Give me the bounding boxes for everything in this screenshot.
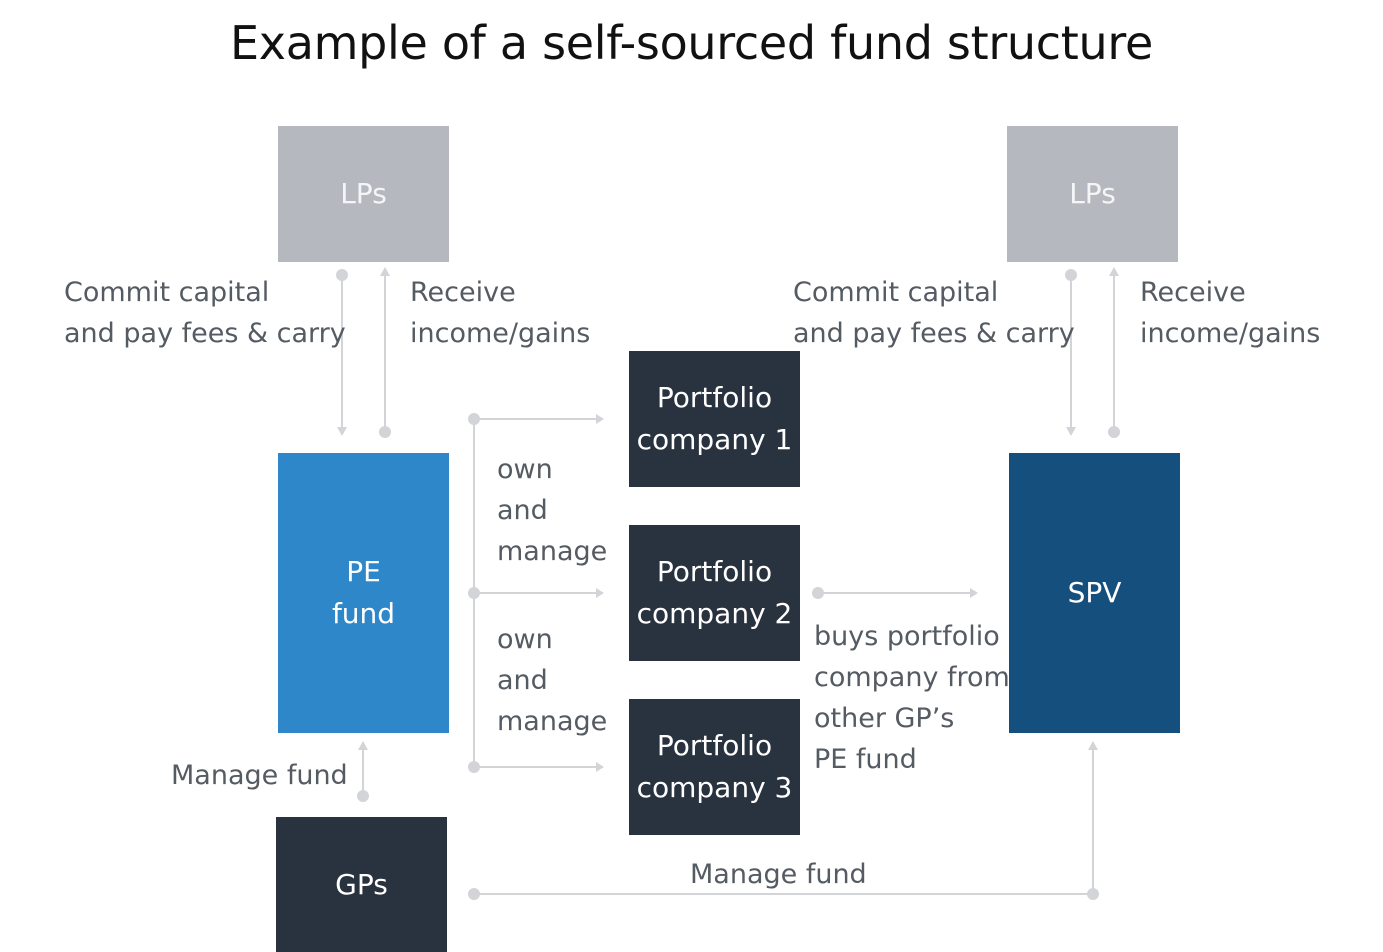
portfolio-company-2-box: Portfolio company 2 bbox=[629, 525, 800, 661]
spv-box: SPV bbox=[1009, 453, 1180, 733]
portfolio-company-1-box: Portfolio company 1 bbox=[629, 351, 800, 487]
gps-box: GPs bbox=[276, 817, 447, 952]
spv-label: SPV bbox=[1067, 576, 1122, 609]
arrow-manage-fund-left bbox=[357, 741, 369, 802]
arrow-own-manage bbox=[468, 413, 604, 773]
buys-portfolio-label: buys portfolio company from other GP’s P… bbox=[814, 621, 1010, 775]
arrow-receive-right bbox=[1108, 267, 1120, 438]
portfolio-company-1-label: Portfolio company 1 bbox=[636, 381, 793, 456]
lps-left-box: LPs bbox=[278, 126, 449, 262]
arrow-buys bbox=[812, 587, 978, 599]
lps-left-label: LPs bbox=[340, 177, 387, 210]
own-and-manage-label-1: own and manage bbox=[497, 454, 608, 567]
arrow-commit-right bbox=[1065, 269, 1077, 436]
portfolio-company-3-label: Portfolio company 3 bbox=[636, 729, 793, 804]
portfolio-company-3-box: Portfolio company 3 bbox=[629, 699, 800, 835]
manage-fund-bottom-label: Manage fund bbox=[690, 859, 867, 890]
pe-fund-box: PE fund bbox=[278, 453, 449, 733]
own-and-manage-label-2: own and manage bbox=[497, 624, 608, 737]
manage-fund-left-label: Manage fund bbox=[171, 760, 348, 791]
arrow-receive-left bbox=[379, 267, 391, 438]
arrow-manage-fund-bottom bbox=[468, 741, 1099, 900]
gps-label: GPs bbox=[335, 867, 388, 901]
lps-right-label: LPs bbox=[1069, 177, 1116, 210]
commit-capital-left-label: Commit capital and pay fees & carry bbox=[64, 277, 346, 349]
page-title: Example of a self-sourced fund structure bbox=[230, 16, 1153, 70]
receive-income-left-label: Receive income/gains bbox=[410, 277, 591, 349]
lps-right-box: LPs bbox=[1007, 126, 1178, 262]
pe-fund-label: PE fund bbox=[331, 555, 396, 630]
arrow-commit-left bbox=[336, 269, 348, 436]
receive-income-right-label: Receive income/gains bbox=[1140, 277, 1321, 349]
commit-capital-right-label: Commit capital and pay fees & carry bbox=[793, 277, 1075, 349]
portfolio-company-2-label: Portfolio company 2 bbox=[636, 555, 793, 630]
